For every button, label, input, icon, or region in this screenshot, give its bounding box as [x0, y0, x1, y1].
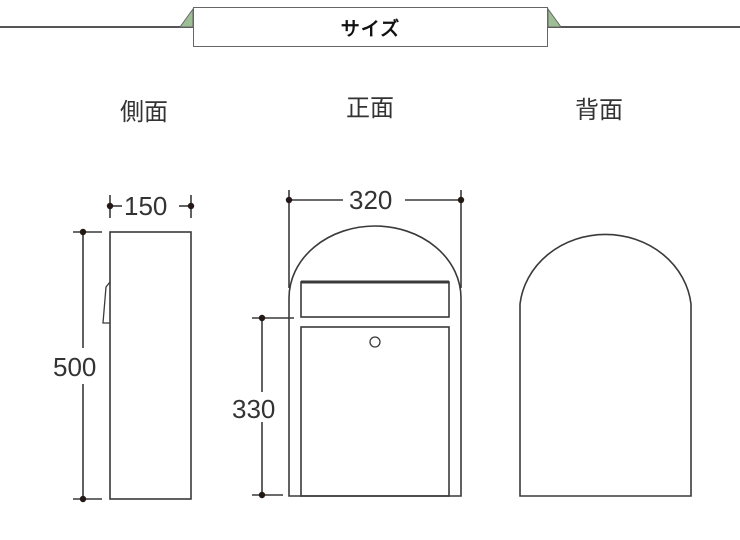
section-title: サイズ	[193, 7, 548, 47]
back-view-body	[519, 233, 692, 497]
front-view-mail-slot	[300, 281, 450, 318]
front-width-dimension: 320	[349, 185, 393, 215]
front-view-body	[288, 225, 462, 497]
section-title-text: サイズ	[340, 17, 401, 40]
front-door-height-dimension: 330	[232, 394, 276, 424]
side-view-body	[109, 231, 192, 500]
front-view-door	[300, 326, 450, 497]
side-height-dimension: 500	[53, 352, 97, 382]
side-view-handle	[102, 281, 111, 324]
front-view-label: 正面	[346, 94, 394, 122]
side-view-label: 側面	[120, 98, 168, 126]
header-left-tab	[179, 7, 194, 28]
side-width-dimension: 150	[124, 191, 168, 221]
front-view-lock	[369, 336, 381, 348]
back-view-label: 背面	[575, 96, 623, 124]
header-right-tab	[547, 7, 562, 28]
